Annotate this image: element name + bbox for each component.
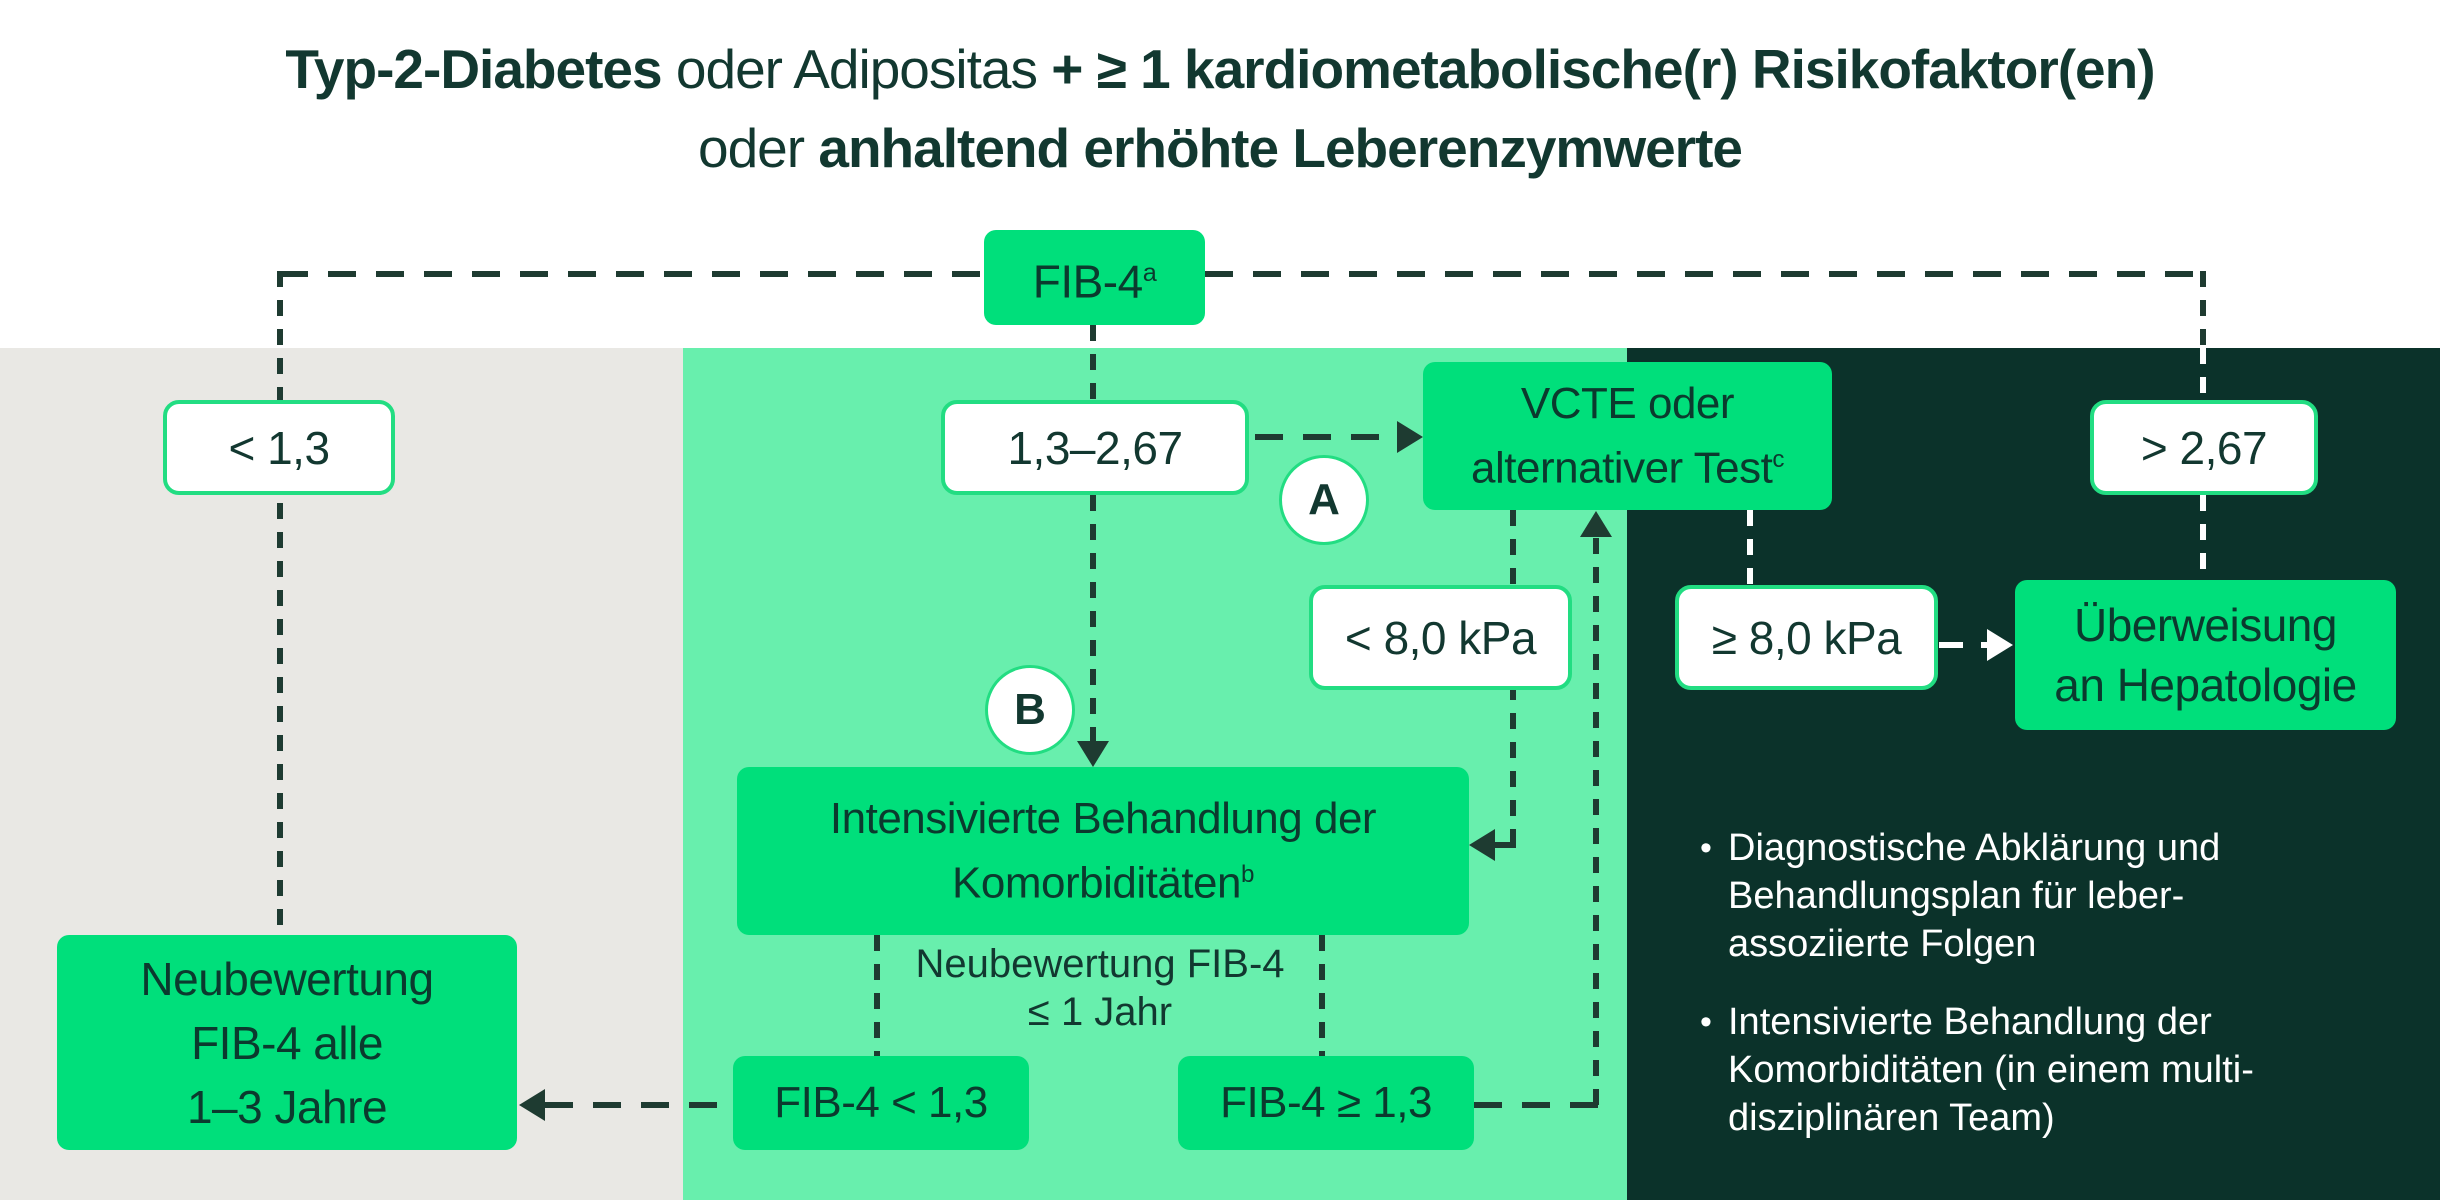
connector-vcte-to-highkpa	[1747, 510, 1753, 585]
node-kpa-ge8-label: ≥ 8,0 kPa	[1711, 611, 1902, 664]
connector-fib4-to-left	[280, 271, 984, 277]
node-reassess-line1: Neubewertung	[140, 952, 434, 1005]
label-reassess-fib4-1year-line1: Neubewertung FIB-4	[915, 942, 1285, 986]
title-line-2: oder anhaltend erhöhte Leberenzymwerte	[698, 117, 1743, 179]
connector-right-down-upper	[2200, 271, 2206, 348]
list-item-text: Intensivierte Behandlung der Komorbiditä…	[1728, 1001, 2254, 1139]
arrowhead-into-vcte	[1397, 421, 1423, 453]
arrowhead-into-treatment-top	[1077, 741, 1109, 767]
node-score-lt13: < 1,3	[163, 400, 395, 495]
node-fib4-label: FIB-4a	[1032, 255, 1157, 308]
connector-fib4ge13-elbow	[1474, 1102, 1599, 1108]
node-reassess-line3: 1–3 Jahre	[186, 1080, 388, 1133]
label-reassess-fib4-1year: Neubewertung FIB-4 ≤ 1 Jahr	[870, 940, 1330, 1036]
connector-gt267-to-ueberweisung	[2200, 495, 2206, 580]
node-vcte-line1: VCTE oder	[1520, 378, 1735, 428]
title-line-1: Typ-2-Diabetes oder Adipositas + ≥ 1 kar…	[285, 38, 2155, 100]
bullet-icon: •	[1700, 1003, 1712, 1041]
node-fib4-ge13-result: FIB-4 ≥ 1,3	[1178, 1056, 1474, 1150]
node-fib4: FIB-4a	[984, 230, 1205, 325]
arrowhead-into-ueberweisung	[1987, 629, 2013, 661]
node-score-lt13-label: < 1,3	[228, 421, 330, 474]
node-score-midrange: 1,3–2,67	[941, 400, 1249, 495]
node-fib4-ge13-result-label: FIB-4 ≥ 1,3	[1220, 1078, 1432, 1127]
connector-right-down-into-dark	[2200, 348, 2206, 400]
node-score-gt267-label: > 2,67	[2140, 421, 2268, 474]
connector-treatment-to-fib4ge13	[1319, 935, 1325, 1056]
node-vcte-line2: alternativer Testc	[1471, 443, 1784, 493]
node-vcte: VCTE oder alternativer Testc	[1423, 362, 1832, 510]
node-kpa-lt8: < 8,0 kPa	[1309, 585, 1572, 690]
page-title: Typ-2-Diabetes oder Adipositas + ≥ 1 kar…	[0, 30, 2440, 188]
node-score-gt267: > 2,67	[2090, 400, 2318, 495]
high-risk-panel-list: • Diagnostische Abklärung und Behandlung…	[1700, 824, 2340, 1172]
node-kpa-ge8: ≥ 8,0 kPa	[1675, 585, 1938, 690]
connector-fib4ge13-up-to-vcte	[1593, 538, 1599, 1105]
connector-midrange-to-vcte	[1255, 434, 1398, 440]
node-ueberweisung-line1: Überweisung	[2074, 599, 2337, 651]
node-ueberweisung-line2: an Hepatologie	[2054, 659, 2357, 711]
node-score-midrange-label: 1,3–2,67	[1007, 421, 1183, 474]
label-reassess-fib4-1year-line2: ≤ 1 Jahr	[1027, 990, 1173, 1034]
bullet-icon: •	[1700, 829, 1712, 867]
list-item: • Diagnostische Abklärung und Behandlung…	[1700, 824, 2340, 968]
node-intensified-treatment-line1: Intensivierte Behandlung der	[829, 793, 1377, 843]
badge-circle-a-label: A	[1308, 475, 1340, 524]
node-ueberweisung: Überweisung an Hepatologie	[2015, 580, 2396, 730]
arrowhead-into-treatment-right	[1469, 829, 1495, 861]
node-reassess-1-3-years: Neubewertung FIB-4 alle 1–3 Jahre	[57, 935, 517, 1150]
badge-circle-b: B	[985, 665, 1075, 755]
list-item-text: Diagnostische Abklärung und Behandlungsp…	[1728, 827, 2221, 965]
arrowhead-into-reassess-left	[519, 1089, 545, 1121]
badge-circle-a: A	[1279, 455, 1369, 545]
connector-left-down-to-reassess	[277, 271, 283, 935]
node-intensified-treatment: Intensivierte Behandlung der Komorbiditä…	[737, 767, 1469, 935]
connector-fib4-to-right	[1205, 271, 2203, 277]
connector-treatment-to-fib4lt13	[874, 935, 880, 1056]
list-item: • Intensivierte Behandlung der Komorbidi…	[1700, 998, 2340, 1142]
arrowhead-into-vcte-bottom	[1580, 511, 1612, 537]
connector-fib4lt13-to-reassess	[545, 1102, 733, 1108]
node-reassess-line2: FIB-4 alle	[191, 1016, 383, 1069]
connector-lowkpa-elbow	[1494, 842, 1516, 848]
badge-circle-b-label: B	[1014, 685, 1046, 734]
connector-highkpa-to-ueberweisung	[1939, 642, 1987, 648]
node-intensified-treatment-line2: Komorbiditätenb	[952, 858, 1254, 908]
node-fib4-lt13-result-label: FIB-4 < 1,3	[774, 1078, 988, 1127]
connector-fib4-to-midrange	[1090, 325, 1096, 400]
node-kpa-lt8-label: < 8,0 kPa	[1344, 611, 1537, 664]
node-fib4-lt13-result: FIB-4 < 1,3	[733, 1056, 1029, 1150]
connector-midrange-to-treatment	[1090, 495, 1096, 741]
